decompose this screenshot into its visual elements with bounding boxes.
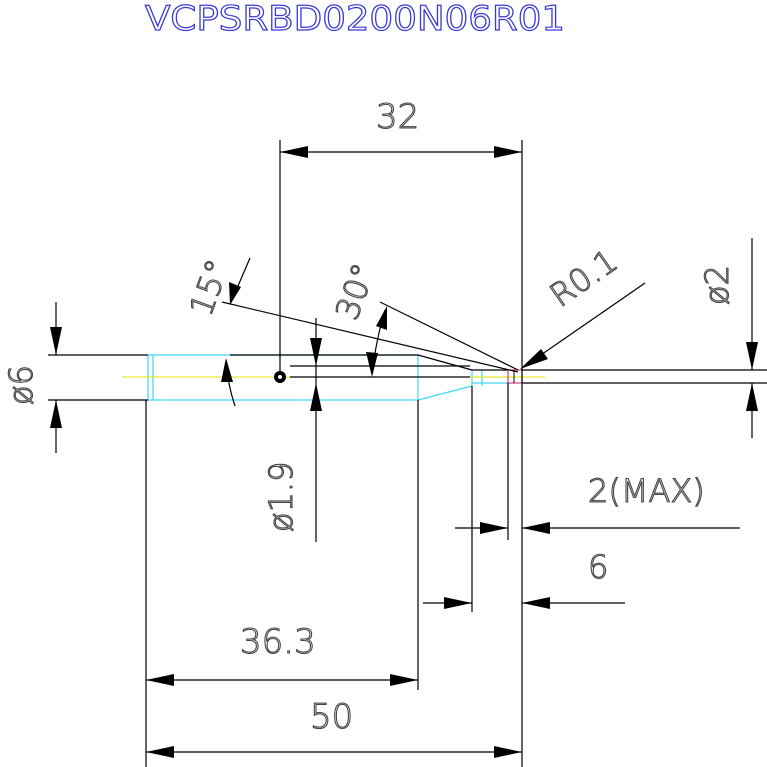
extension-lines	[145, 140, 523, 767]
dim-36-3: 36.3	[146, 621, 418, 686]
dim-32: 32	[280, 96, 522, 158]
part-number-title: VCPSRBD0200N06R01	[145, 0, 565, 39]
dim-dia-6-label: ø6	[2, 365, 40, 405]
radius-leader: R0.1	[520, 241, 646, 369]
tool-geometry	[48, 354, 767, 401]
angle-15-label: 15°	[182, 254, 237, 320]
dim-32-label: 32	[376, 97, 419, 137]
dim-dia-2-label: ø2	[698, 265, 736, 305]
dim-dia-6: ø6	[1, 302, 62, 453]
dim-dia-2: ø2	[697, 238, 758, 438]
dim-36-3-label: 36.3	[240, 622, 316, 662]
dim-2-max-label: 2(MAX)	[588, 472, 705, 510]
radius-label: R0.1	[543, 241, 625, 314]
dim-2-max: 2(MAX)	[455, 471, 740, 534]
dim-6: 6	[423, 547, 625, 609]
angle-30-label: 30°	[328, 258, 383, 324]
angle-30: 30°	[327, 258, 519, 377]
dim-dia-1-9: ø1.9	[261, 338, 322, 533]
dim-6-label: 6	[588, 548, 608, 586]
dim-50: 50	[146, 696, 522, 758]
dim-50-label: 50	[310, 697, 353, 737]
dim-dia-1-9-label: ø1.9	[262, 462, 300, 532]
